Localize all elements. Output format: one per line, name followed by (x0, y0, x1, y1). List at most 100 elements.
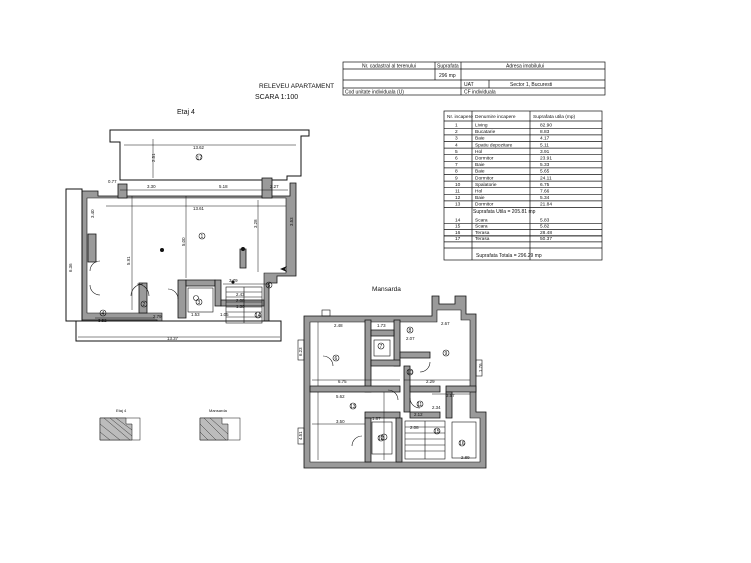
room-number: 17 (197, 156, 203, 162)
rooms-table-cell: 9 (455, 175, 458, 181)
rooms-table-cell: 17 (455, 236, 461, 242)
rooms-table-cell: 2 (455, 129, 458, 135)
rooms-table-cell: Scara (475, 218, 488, 224)
rooms-table-cell: 5.33 (540, 162, 550, 168)
dim-label: 3.50 (336, 419, 345, 424)
rooms-table-cell: 15 (455, 224, 461, 230)
rooms-table-cell: Spalatorie (475, 182, 497, 188)
rooms-table-cell: 13 (455, 202, 461, 208)
dim-label: 13.61 (193, 206, 205, 211)
rooms-table-cell: 10 (455, 182, 461, 188)
rooms-table-cell: 6 (455, 156, 458, 162)
attic-room-labels: 6 7 8 9 10 11 12 13 15 16 (332, 326, 466, 447)
useful-area-total: Suprafata Utila = 205.81 mp (473, 209, 536, 215)
dim-label: 3.53 (289, 217, 294, 226)
rooms-table-cell: 5.82 (540, 224, 550, 230)
cadastre-header-address: Adresa imobilului (506, 64, 544, 70)
dim-label: 5.18 (219, 184, 228, 189)
rooms-table-cell: 5 (455, 149, 458, 155)
rooms-table-cell: 8 (455, 169, 458, 175)
dim-label: 2.67 (441, 321, 450, 326)
dim-label: 5.91 (126, 256, 131, 265)
rooms-table-cell: 16 (455, 230, 461, 236)
dim-label: 3.28 (253, 219, 258, 228)
rooms-table-cell: 23.91 (540, 156, 552, 162)
room-number: 5 (268, 283, 271, 289)
rooms-table-cell: Baie (475, 169, 485, 175)
room-number: 15 (434, 429, 440, 435)
room-number: 14 (255, 313, 261, 319)
rooms-table-cell: 50.37 (540, 236, 552, 242)
rooms-table-header: Nr. incapere (447, 114, 473, 120)
dim-label: 13.62 (193, 145, 205, 150)
dim-label: 3.40 (90, 209, 95, 218)
rooms-table-cell: 12 (455, 195, 461, 201)
rooms-table-cell: Spatiu depozitare (475, 142, 513, 148)
rooms-table-cell: 6.75 (540, 182, 550, 188)
floor4-label: Etaj 4 (177, 109, 195, 116)
rooms-table-cell: Hol (475, 189, 482, 195)
dim-label: 1.30 (236, 304, 245, 309)
room-number: 8 (409, 328, 412, 334)
rooms-table-cell: Hol (475, 149, 482, 155)
column-marker (241, 247, 245, 251)
dim-label: 2.08 (410, 425, 419, 430)
dim-label: 1.73 (377, 323, 386, 328)
thumb-left-label: Etaj 4 (116, 408, 127, 413)
dim-label: 2.12 (414, 412, 423, 417)
dim-label: 2.29 (426, 379, 435, 384)
rooms-table-cell: 4 (455, 142, 458, 148)
room-number: 4 (102, 311, 105, 317)
dim-label: 4.51 (298, 431, 303, 440)
cadastre-header-number: Nr. cadastral al terenului (362, 64, 416, 70)
dim-label: 2.27 (270, 184, 279, 189)
dim-label: 2.89 (461, 455, 470, 460)
rooms-table-cell: 24.11 (540, 175, 552, 181)
dim-label: 6.23 (298, 347, 303, 356)
dim-label: 3.52 (98, 318, 107, 323)
rooms-table-cell: 11 (455, 189, 460, 195)
room-number: 16 (459, 441, 465, 447)
rooms-table-cell: 5.11 (540, 142, 549, 148)
rooms-table-cell: Dormitor (475, 156, 494, 162)
rooms-table-cell: 82.90 (540, 123, 552, 129)
dim-label: 6.36 (68, 263, 73, 272)
rooms-table-cell: 5.83 (540, 218, 550, 224)
location-thumbnails: Etaj 4 Mansarda (99, 408, 241, 441)
dim-label: 0.77 (108, 179, 117, 184)
dim-label: 2.51 (151, 153, 156, 162)
floor4-room-labels: 17 1 2 3 4 5 14 (99, 153, 273, 319)
cadastre-cf-label: CF individuala (464, 90, 496, 96)
rooms-table-cell: 7.66 (540, 189, 550, 195)
rooms-table-header: Denumire incapere (475, 114, 516, 120)
cadastre-table: Nr. cadastral al terenului Suprafata Adr… (342, 61, 606, 96)
rooms-table-cell: Bucatarie (475, 129, 496, 135)
thumb-right-label: Mansarda (209, 408, 228, 413)
attic-label: Mansarda (372, 286, 401, 293)
rooms-table-cell: 1 (455, 123, 458, 129)
grand-area-total: Suprafata Totala = 296.29 mp (476, 253, 542, 259)
rooms-table-cell: Baie (475, 195, 485, 201)
dim-label: 2.79 (153, 314, 162, 319)
dim-label: 6.75 (338, 379, 347, 384)
attic-plan: 6 7 8 9 10 11 12 13 15 16 2.48 1.73 2.67… (297, 295, 487, 469)
rooms-table-cell: Dormitor (475, 202, 494, 208)
rooms-table-cell: Baie (475, 162, 485, 168)
dim-label: 2.08 (236, 298, 245, 303)
dim-label: 2.34 (432, 405, 441, 410)
dim-label: 1.76 (478, 363, 483, 372)
room-number: 6 (335, 356, 338, 362)
rooms-table-cell: 28.48 (540, 230, 552, 236)
cadastre-unit-id-label: Cod unitate individuala (U) (345, 90, 404, 96)
cadastre-uat-label: UAT (464, 82, 474, 88)
dim-label: 5.00 (181, 237, 186, 246)
rooms-table-cell: Baie (475, 136, 485, 142)
rooms-table-cell: 8.83 (540, 129, 550, 135)
room-number: 13 (350, 404, 356, 410)
rooms-table-cell: 7 (455, 162, 458, 168)
dim-label: 2.43 (236, 292, 245, 297)
rooms-table-cell: Dormitor (475, 175, 494, 181)
rooms-table-cell: 3.91 (540, 149, 550, 155)
floor4-stairs (225, 286, 263, 324)
room-number: 10 (407, 370, 413, 376)
